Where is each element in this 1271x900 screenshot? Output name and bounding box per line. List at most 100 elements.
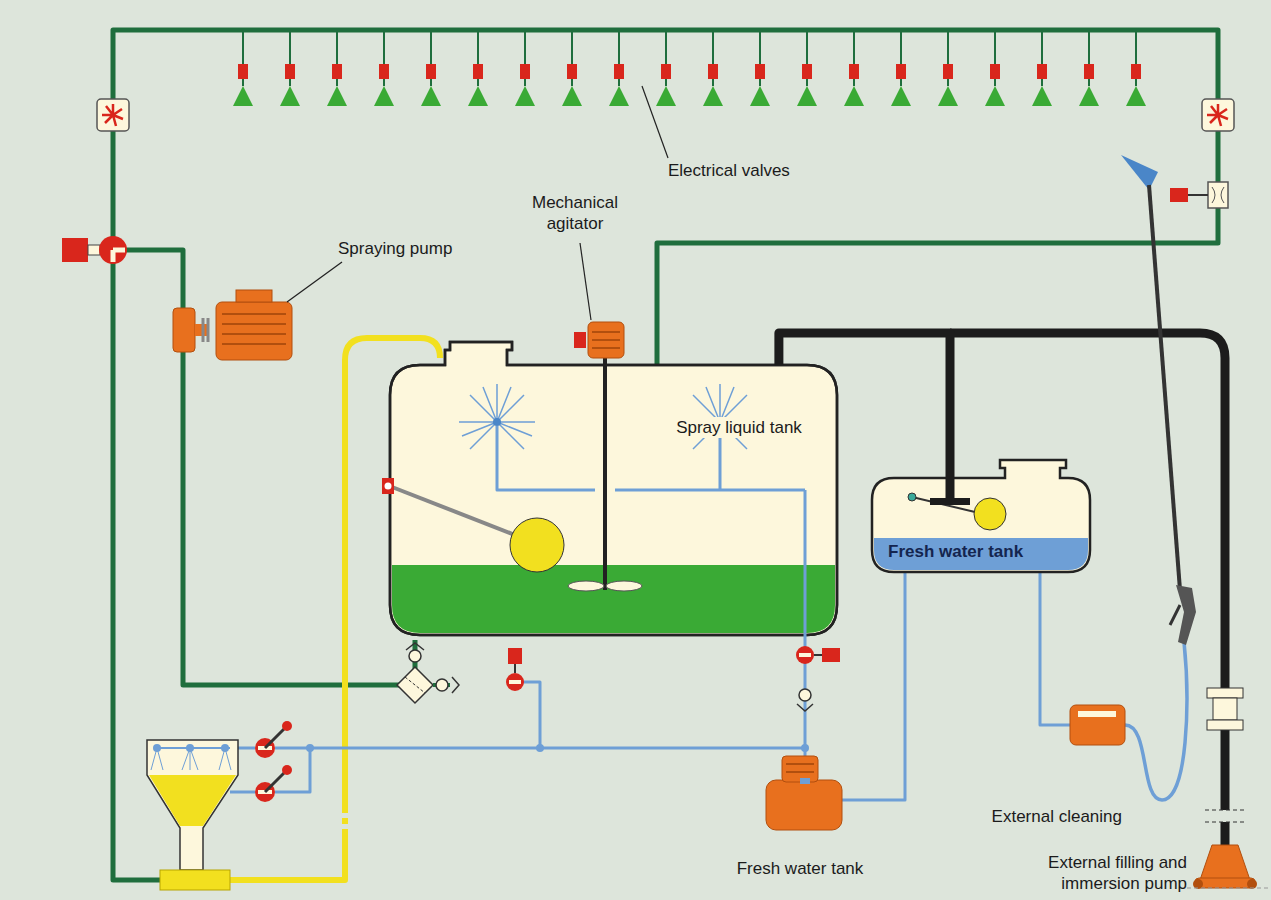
cleaning-unit: [1078, 711, 1116, 717]
part-label: External filling and immersion pump: [1012, 852, 1187, 894]
boom-nozzle: [943, 64, 953, 79]
spray-liquid-tank: Spray liquid tank: [390, 365, 837, 635]
boom-nozzle: [473, 64, 483, 79]
pressure-gauge: [1202, 99, 1234, 131]
mechanical-agitator: [568, 581, 604, 591]
boom-nozzle: [238, 64, 248, 79]
junction-dot: [306, 744, 809, 752]
check-valve: [797, 704, 813, 711]
boom-nozzle: [515, 86, 535, 106]
boom-nozzle: [520, 64, 530, 79]
boom-nozzle: [712, 30, 714, 64]
boom-nozzle: [567, 64, 577, 79]
valve: [265, 728, 285, 748]
immersion-pump: [1180, 888, 1270, 889]
three-way-valve: [99, 236, 127, 264]
induction-pipe: [230, 835, 345, 880]
boom-nozzle: [947, 79, 949, 86]
rinse-nozzle: [493, 418, 501, 426]
flow-restrictor: [1170, 188, 1188, 202]
cleaning-unit: [1070, 705, 1125, 745]
boom-nozzle: [468, 86, 488, 106]
boom-nozzle: [806, 30, 808, 64]
boom-nozzle: [336, 79, 338, 86]
boom-nozzle: [430, 79, 432, 86]
fresh-water-tank: [912, 497, 975, 512]
node-label: Spray liquid tank: [675, 417, 803, 438]
valve: [796, 646, 814, 664]
filling-pipe: [946, 478, 955, 500]
boom-nozzle: [900, 79, 902, 86]
water-pipe: [1125, 642, 1187, 800]
boom-nozzle: [571, 30, 573, 64]
boom-nozzle: [562, 86, 582, 106]
boom-nozzle: [665, 30, 667, 64]
fresh-water-tank: [872, 460, 1090, 572]
check-valve: [799, 689, 811, 701]
filter: [405, 677, 425, 693]
three-way-valve: [113, 250, 125, 262]
level-float: [392, 487, 515, 535]
fresh-water-tank: [872, 460, 1090, 572]
water-pipe: [180, 426, 1187, 805]
water-pipe: [275, 748, 310, 792]
spray-gun: [1121, 155, 1196, 645]
boom-nozzle: [802, 64, 812, 79]
spray-gun: [1149, 185, 1180, 590]
boom-nozzle: [1131, 64, 1141, 79]
boom-nozzle: [242, 30, 244, 64]
boom-nozzle: [759, 79, 761, 86]
boom-nozzle: [844, 86, 864, 106]
boom-nozzle: [289, 30, 291, 64]
boom-nozzle: [477, 30, 479, 64]
boom-nozzle: [853, 79, 855, 86]
pipe-coupling: [1207, 720, 1243, 730]
check-valve: [406, 643, 813, 711]
check-valve: [409, 650, 421, 662]
boom-nozzle: [571, 79, 573, 86]
boom-nozzle: [755, 64, 765, 79]
mechanical-agitator: [592, 332, 620, 348]
induction-hopper: [147, 740, 238, 870]
boom-nozzle: [1032, 86, 1052, 106]
boom-nozzle: [327, 86, 347, 106]
spray-tank: [392, 565, 835, 633]
boom-nozzle: [712, 79, 714, 86]
fresh-water-pump: [800, 778, 810, 784]
boom-nozzle: [900, 30, 902, 64]
boom-nozzle: [477, 79, 479, 86]
valve: [514, 664, 516, 673]
boom-nozzle: [609, 86, 629, 106]
three-way-valve: [88, 245, 100, 255]
spray-tank: [390, 342, 837, 635]
valve: [265, 772, 285, 792]
spray-gun: [1170, 605, 1180, 625]
boom-nozzle: [1084, 64, 1094, 79]
boom-nozzle: [994, 79, 996, 86]
boom-nozzle: [853, 30, 855, 64]
level-float: [385, 483, 392, 490]
part-label: External cleaning: [962, 806, 1122, 827]
valve: [506, 673, 524, 691]
pressure-gauge: [102, 104, 123, 126]
induction-hopper: [186, 744, 194, 752]
boom-nozzle: [1126, 86, 1146, 106]
valve: [509, 680, 521, 684]
boom-nozzle: [524, 79, 526, 86]
flow-restrictor: [1212, 187, 1224, 203]
fresh-water-tank: [908, 493, 916, 501]
boom-nozzle: [524, 30, 526, 64]
boom-nozzle: [426, 64, 436, 79]
valve: [508, 648, 522, 664]
cleaning-unit: [1070, 705, 1125, 745]
water-pipe: [515, 682, 540, 748]
boom-nozzle: [1041, 79, 1043, 86]
boom-nozzle: [656, 86, 676, 106]
pressure-pipe: [113, 250, 400, 685]
filling-pipe: [1221, 730, 1230, 810]
boom-nozzle: [797, 86, 817, 106]
spray-tank: [390, 342, 837, 635]
filling-pipe: [779, 333, 950, 478]
flow-restrictor: [1208, 182, 1228, 208]
boom-nozzle: [665, 79, 667, 86]
